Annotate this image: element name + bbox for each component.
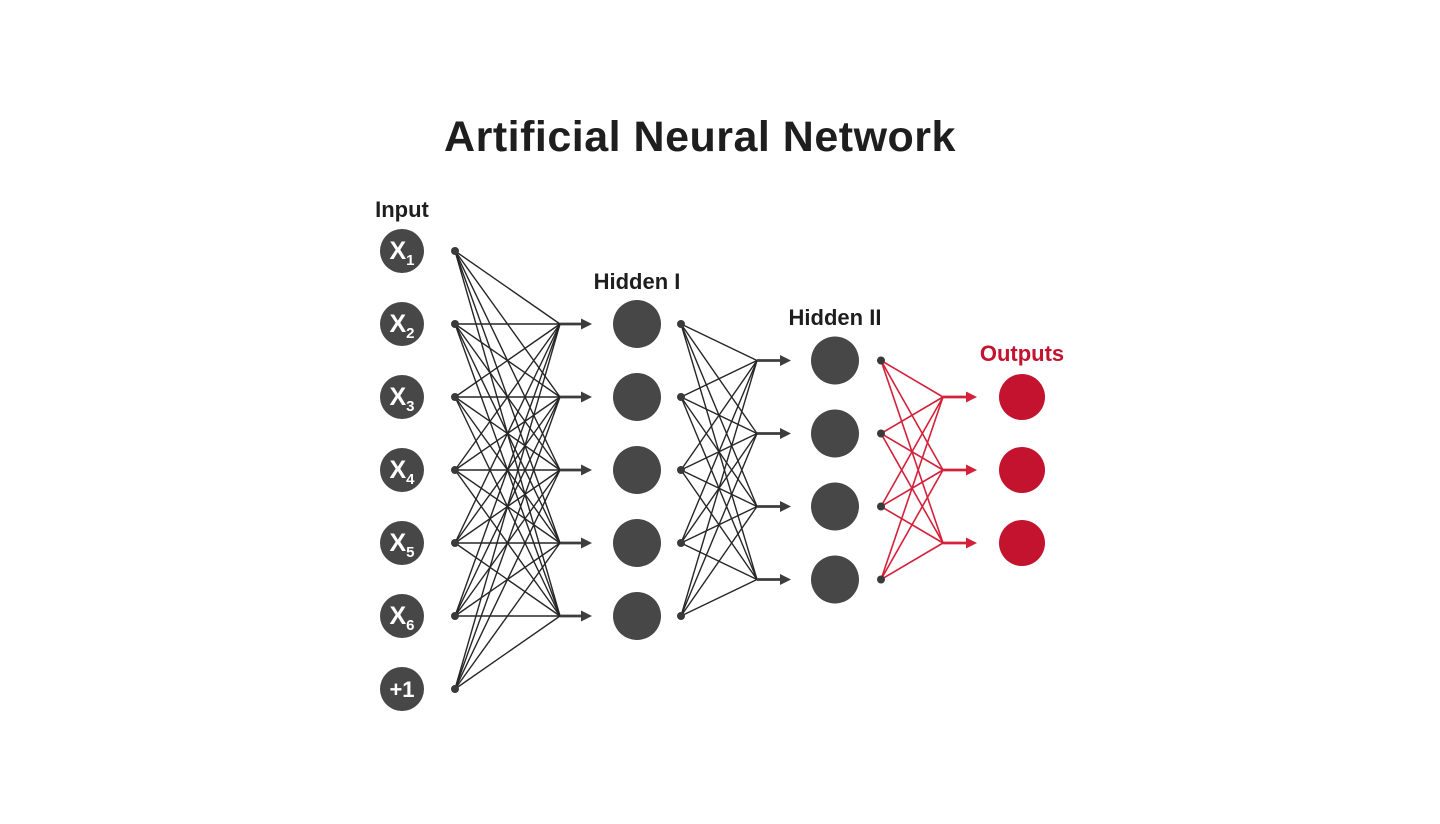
connection-line <box>454 250 561 325</box>
connection-line <box>680 506 758 617</box>
connector-dot <box>877 575 885 584</box>
connection-line <box>454 323 561 544</box>
input-node-label-3: X3 <box>389 383 414 415</box>
connection-line <box>880 542 944 581</box>
connection-line <box>454 323 561 471</box>
connection-line <box>680 360 758 617</box>
connector-dot <box>877 356 885 365</box>
arrowhead-icon <box>966 537 977 549</box>
connector-dots <box>451 247 885 693</box>
connection-line <box>880 396 944 435</box>
connection-line <box>454 615 561 690</box>
arrowhead-icon <box>780 574 791 585</box>
arrowhead-icon <box>780 428 791 439</box>
arrowhead-icon <box>780 501 791 512</box>
connection-line <box>680 433 758 617</box>
outputs-node-3 <box>999 520 1045 566</box>
input-node-label-5: X5 <box>389 529 414 561</box>
connection-line <box>454 323 561 690</box>
connector-dot <box>677 466 685 474</box>
hidden1-node-4 <box>613 519 661 567</box>
layer-label-input: Input <box>375 197 429 222</box>
connection-line <box>880 469 944 580</box>
hidden1-node-3 <box>613 446 661 494</box>
connector-dot <box>451 685 459 693</box>
connection-line <box>880 396 944 507</box>
input-node-3 <box>380 375 424 419</box>
outputs-node-2 <box>999 447 1045 493</box>
input-node-7 <box>380 667 424 711</box>
connection-line <box>680 359 758 398</box>
connector-dot <box>877 429 885 438</box>
connection-line <box>454 542 561 690</box>
connector-dot <box>451 320 459 328</box>
connector-dot <box>677 612 685 620</box>
connector-dot <box>677 320 685 328</box>
connection-line <box>454 323 561 617</box>
hidden1-node-5 <box>613 592 661 640</box>
arrowhead-icon <box>581 464 592 476</box>
hidden2-node-1 <box>811 336 859 385</box>
layer-label-hidden1: Hidden I <box>594 269 681 294</box>
input-node-label-1: X1 <box>389 237 414 269</box>
input-node-label-6: X6 <box>389 602 414 634</box>
connection-line <box>680 578 758 617</box>
connection-line <box>680 360 758 471</box>
connector-dot <box>451 539 459 547</box>
connection-line <box>454 469 561 690</box>
input-node-6 <box>380 594 424 638</box>
arrowhead-icon <box>966 391 977 403</box>
arrowhead-icon <box>966 464 977 476</box>
arrowhead-icon <box>581 610 592 622</box>
connection-line <box>680 360 758 544</box>
outputs-node-1 <box>999 374 1045 420</box>
arrowhead-icon <box>780 355 791 366</box>
hidden1-node-2 <box>613 373 661 421</box>
connection-line <box>454 323 561 398</box>
connector-dot <box>877 502 885 511</box>
input-node-5 <box>380 521 424 565</box>
input-node-2 <box>380 302 424 346</box>
layer-input-arrows <box>560 318 977 622</box>
input-node-label-4: X4 <box>389 456 415 488</box>
connector-dot <box>677 539 685 547</box>
connector-dot <box>451 393 459 401</box>
connection-line <box>454 396 561 690</box>
input-node-4 <box>380 448 424 492</box>
arrowhead-icon <box>581 537 592 549</box>
connector-dot <box>451 247 459 255</box>
hidden1-node-1 <box>613 300 661 348</box>
connector-dot <box>451 466 459 474</box>
layer-label-outputs: Outputs <box>980 341 1064 366</box>
input-node-label-2: X2 <box>389 310 414 342</box>
connector-dot <box>677 393 685 401</box>
diagram-title: Artificial Neural Network <box>444 113 956 161</box>
input-node-label-7: +1 <box>389 677 414 702</box>
hidden2-node-4 <box>811 555 859 604</box>
connection-line <box>880 396 944 580</box>
layer-label-hidden2: Hidden II <box>789 305 882 330</box>
arrowhead-icon <box>581 391 592 403</box>
connection-line <box>680 323 758 362</box>
input-node-1 <box>380 229 424 273</box>
connection-line <box>880 359 944 398</box>
arrowhead-icon <box>581 318 592 330</box>
connector-dot <box>451 612 459 620</box>
connection-lines <box>454 250 944 690</box>
hidden2-node-3 <box>811 482 859 531</box>
hidden2-node-2 <box>811 409 859 458</box>
